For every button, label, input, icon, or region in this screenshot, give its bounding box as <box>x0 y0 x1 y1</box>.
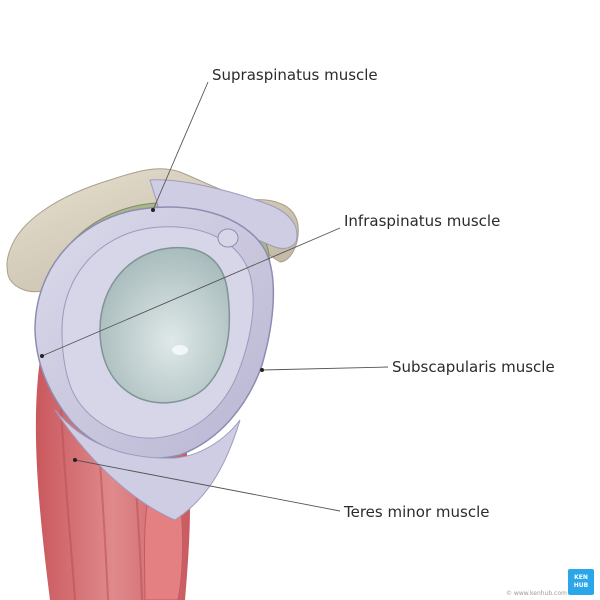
logo-line-2: HUB <box>573 582 589 589</box>
label-infraspinatus: Infraspinatus muscle <box>344 212 501 230</box>
glenoid-cavity <box>99 246 231 404</box>
leader-teres-minor <box>74 459 341 512</box>
dot-teres-minor <box>73 458 77 462</box>
leader-infraspinatus <box>41 227 341 357</box>
leader-subscapularis <box>261 366 389 371</box>
dot-infraspinatus <box>40 354 44 358</box>
kenhub-logo: KEN HUB <box>568 569 594 595</box>
teres-minor-tendon <box>54 409 241 521</box>
dot-supraspinatus <box>151 208 155 212</box>
logo-line-1: KEN <box>574 574 588 581</box>
leader-dots <box>40 208 264 462</box>
leader-supraspinatus <box>152 81 209 211</box>
coracoid-process <box>217 228 239 248</box>
label-subscapularis: Subscapularis muscle <box>392 358 555 376</box>
leader-lines <box>41 81 389 512</box>
dot-subscapularis <box>260 368 264 372</box>
copyright-credit: © www.kenhub.com <box>506 590 567 597</box>
label-supraspinatus: Supraspinatus muscle <box>212 66 378 84</box>
label-teres-minor: Teres minor muscle <box>344 503 490 521</box>
glenoid-highlight <box>172 345 188 355</box>
